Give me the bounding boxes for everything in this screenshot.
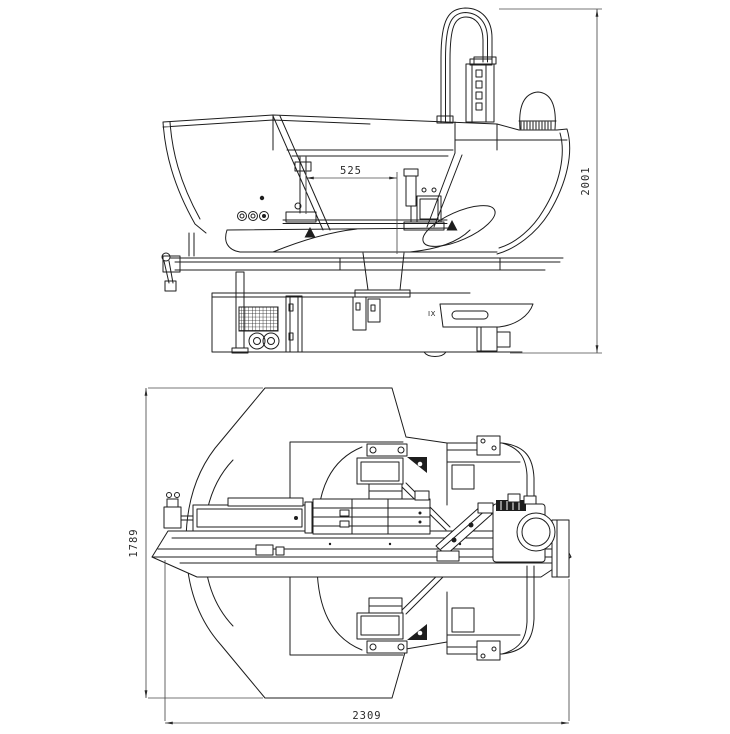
dome-ribs bbox=[520, 121, 552, 130]
end-flange bbox=[551, 519, 570, 578]
clamp-wedge bbox=[407, 457, 427, 473]
dim-2001: 2001 bbox=[499, 8, 602, 354]
section-marker: IX bbox=[428, 310, 436, 318]
clamp-block bbox=[255, 544, 274, 556]
vent-grille bbox=[238, 306, 279, 332]
blade-wheel-cover bbox=[422, 205, 496, 247]
control-knobs bbox=[237, 195, 269, 221]
indicator-dot bbox=[259, 195, 265, 201]
dim-525-label: 525 bbox=[340, 165, 362, 177]
blade-guide-right bbox=[403, 168, 445, 231]
vise-lever bbox=[161, 232, 195, 292]
cable-carrier-loop bbox=[436, 7, 497, 124]
valve-block bbox=[163, 506, 182, 529]
dim-1789: 1789 bbox=[128, 387, 263, 699]
mounting-bracket-top bbox=[476, 435, 501, 456]
saw-bow-housing-top bbox=[356, 443, 427, 500]
blade-guide-left bbox=[285, 156, 317, 223]
shelf-slot bbox=[451, 310, 489, 320]
leveling-feet bbox=[248, 332, 280, 350]
guide-roller bbox=[294, 202, 302, 210]
base-foot bbox=[476, 326, 511, 352]
dim-525: 525 bbox=[305, 165, 398, 254]
rotary-table-edge bbox=[225, 227, 498, 253]
mounting-bracket-bottom bbox=[476, 640, 501, 661]
wheel-housing-walls bbox=[272, 115, 463, 231]
dim-2309-label: 2309 bbox=[352, 710, 381, 722]
bed-rails bbox=[162, 255, 564, 273]
motor-dome bbox=[518, 91, 557, 130]
vise-cylinder-assembly bbox=[163, 490, 431, 535]
right-table-block-top bbox=[446, 442, 535, 532]
dim-1789-label: 1789 bbox=[128, 528, 140, 557]
top-band-details bbox=[272, 114, 568, 157]
right-table-block-bottom bbox=[446, 565, 535, 655]
elevation-view: IX 525 2001 bbox=[161, 7, 602, 357]
drive-motor bbox=[492, 493, 556, 563]
saw-head-outline bbox=[162, 114, 571, 255]
saw-blade-line bbox=[282, 219, 448, 224]
support-legs bbox=[231, 271, 381, 354]
chip-tray-shelf bbox=[439, 303, 534, 328]
clamp-wedge bbox=[407, 624, 427, 640]
dim-2309: 2309 bbox=[164, 560, 570, 725]
tension-arm bbox=[435, 502, 494, 562]
dim-2001-label: 2001 bbox=[580, 166, 592, 195]
motor-end-bell bbox=[516, 512, 556, 552]
pedestal bbox=[354, 252, 411, 298]
machine-base: IX bbox=[211, 271, 534, 357]
saw-bow-housing-bottom bbox=[356, 597, 427, 654]
guide-column bbox=[465, 58, 495, 123]
body-edges bbox=[289, 441, 404, 656]
plan-view: 1789 2309 bbox=[128, 387, 572, 725]
